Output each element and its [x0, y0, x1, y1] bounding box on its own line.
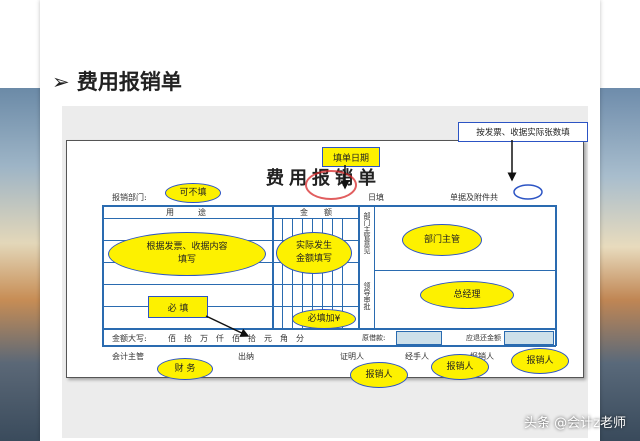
- form-grid-line: [374, 270, 556, 271]
- form-grid-line: [292, 218, 293, 328]
- form-grid-line: [272, 205, 274, 329]
- accountant-label: 会计主管: [112, 352, 144, 361]
- amount-header: 金 额: [300, 208, 332, 217]
- bullet-arrow-icon: ➢: [52, 70, 70, 94]
- slide-title: ➢ 费用报销单: [52, 66, 182, 96]
- background-photo-left: [0, 88, 40, 441]
- witness-label: 证明人: [340, 352, 364, 361]
- date-label: 日填: [368, 193, 384, 202]
- callout-by-invoice-count: 按发票、收据实际张数填: [458, 122, 588, 142]
- callout-claimant-3: 报销人: [511, 348, 569, 374]
- callout-fill-by-invoice: 根据发票、收据内容 填写: [108, 232, 266, 276]
- callout-actual-amount: 实际发生 金额填写: [276, 232, 352, 274]
- department-label: 报销部门:: [112, 193, 147, 202]
- background-photo-right: [600, 88, 640, 441]
- form-grid-line: [332, 218, 333, 328]
- slide-title-text: 费用报销单: [76, 70, 182, 94]
- form-grid-line: [102, 284, 358, 285]
- form-grid-line: [374, 205, 375, 329]
- callout-required-plus-yen: 必填加¥: [292, 309, 356, 329]
- form-grid-line: [102, 218, 358, 219]
- callout-fill-by-invoice-text: 根据发票、收据内容 填写: [146, 242, 228, 265]
- claimant-label: 报销人: [470, 352, 494, 361]
- form-grid-line: [102, 205, 556, 207]
- form-grid-line: [282, 218, 283, 328]
- form-grid-line: [342, 218, 343, 328]
- total-label: 金额大写:: [112, 334, 147, 343]
- arrow-required: [205, 315, 250, 337]
- form-grid-line: [555, 205, 557, 346]
- handler-label: 经手人: [405, 352, 429, 361]
- return-amount-box: [504, 331, 554, 345]
- callout-required: 必 填: [148, 296, 208, 318]
- callout-optional: 可不填: [165, 183, 221, 203]
- dept-manager-label: 部门主管意见: [363, 212, 371, 254]
- leader-label: 领导审批: [363, 282, 371, 310]
- should-return-label: 应退还金额: [466, 334, 501, 342]
- callout-actual-amount-text: 实际发生 金额填写: [295, 241, 332, 264]
- callout-fill-date: 填单日期: [322, 147, 380, 167]
- callout-general-manager: 总经理: [420, 281, 514, 309]
- form-grid-line: [102, 306, 358, 307]
- callout-dept-manager: 部门主管: [402, 224, 482, 256]
- callout-claimant-2: 报销人: [431, 354, 489, 380]
- original-loan-label: 原借款:: [362, 334, 386, 342]
- form-grid-line: [358, 205, 360, 329]
- red-stamp: [305, 170, 357, 200]
- form-grid-line: [102, 345, 556, 347]
- cashier-label: 出纳: [238, 352, 254, 361]
- usage-header: 用 途: [166, 208, 206, 217]
- callout-finance: 财 务: [157, 358, 213, 380]
- original-loan-box: [396, 331, 442, 345]
- attachment-count-blank: [513, 184, 543, 200]
- attachment-label: 单据及附件共: [450, 193, 498, 202]
- watermark: 头条 @会计z老师: [524, 416, 626, 431]
- total-digits: 佰 拾 万 仟 佰 拾 元 角 分: [168, 334, 304, 343]
- callout-claimant-1: 报销人: [350, 362, 408, 388]
- form-grid-line: [102, 205, 104, 346]
